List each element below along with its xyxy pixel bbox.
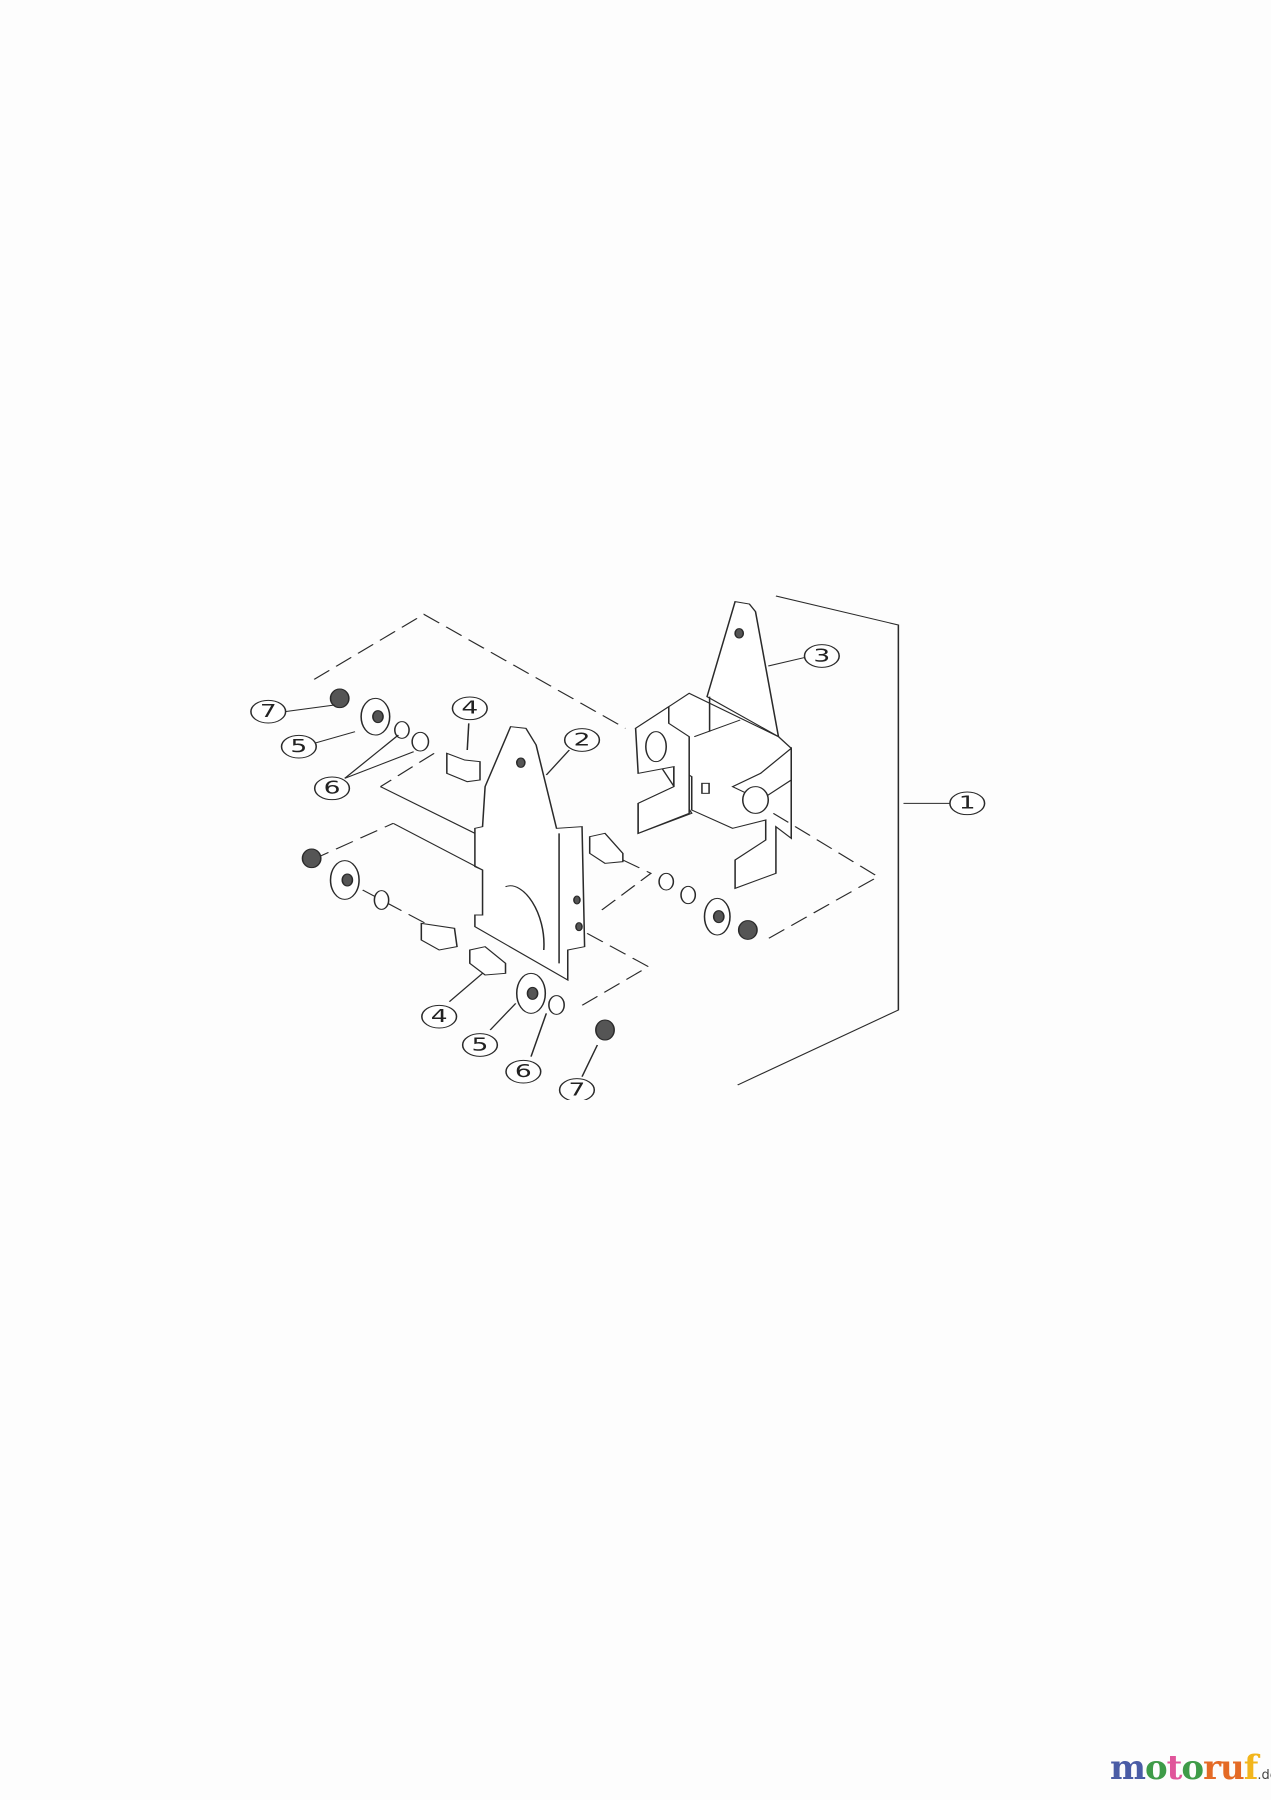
- svg-text:3: 3: [813, 646, 830, 666]
- svg-text:7: 7: [260, 702, 277, 722]
- svg-text:6: 6: [515, 1062, 532, 1082]
- callout-4-lower: 4: [421, 1004, 458, 1029]
- callout-7-lower: 7: [558, 1078, 596, 1100]
- callout-5-lower: 5: [461, 1033, 499, 1057]
- svg-text:2: 2: [574, 730, 591, 750]
- logo-letter: r: [1203, 1748, 1221, 1788]
- hardware: [301, 688, 758, 1041]
- svg-text:1: 1: [959, 793, 976, 813]
- logo-letter: t: [1166, 1748, 1183, 1788]
- logo-letter: u: [1220, 1748, 1245, 1788]
- svg-text:5: 5: [290, 737, 307, 757]
- callout-7-upper: 7: [250, 699, 287, 724]
- svg-text:7: 7: [569, 1080, 586, 1100]
- callout-5-upper: 5: [280, 734, 317, 759]
- callout-6-upper: 6: [313, 776, 351, 801]
- part-3-bracket: [634, 601, 792, 890]
- center-lines: [311, 613, 880, 1009]
- callout-6-lower: 6: [505, 1059, 542, 1084]
- svg-text:4: 4: [461, 698, 478, 718]
- logo-letter: o: [1181, 1748, 1204, 1788]
- svg-text:5: 5: [472, 1035, 489, 1055]
- leader-lines: [284, 656, 951, 1077]
- logo-letter: m: [1110, 1748, 1146, 1788]
- logo-suffix: .de: [1257, 1768, 1271, 1783]
- logo-letter: o: [1144, 1748, 1168, 1788]
- callout-2: 2: [563, 728, 601, 752]
- exploded-parts-diagram: 1 2 3 4 5 6 7 4 5 6 7: [250, 595, 986, 1100]
- callout-1: 1: [949, 791, 986, 816]
- callout-4-upper: 4: [451, 696, 488, 721]
- part-2-plate: [474, 726, 586, 982]
- callout-3: 3: [803, 644, 840, 668]
- motoruf-logo: motoruf.de: [1110, 1748, 1271, 1788]
- logo-letter: f: [1243, 1748, 1259, 1788]
- assembly-bracket: [737, 595, 900, 1086]
- svg-text:6: 6: [324, 778, 341, 798]
- svg-text:4: 4: [431, 1007, 448, 1027]
